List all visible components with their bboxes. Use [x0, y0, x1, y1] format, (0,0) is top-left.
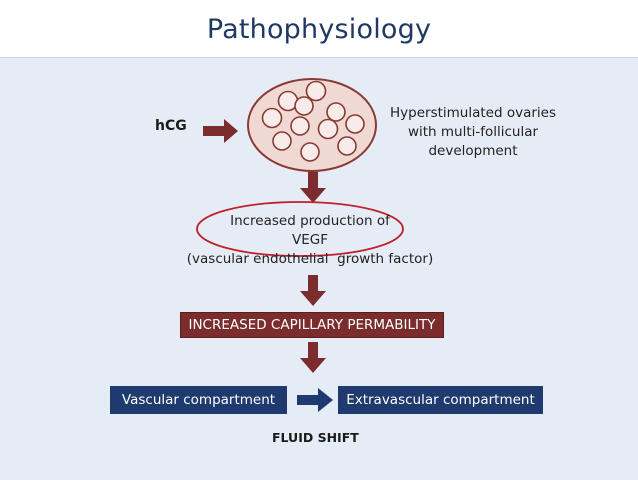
arrow-down-icon	[300, 172, 326, 203]
ovary-caption-line: Hyperstimulated ovaries	[390, 105, 556, 121]
ovary-caption-line: development	[428, 143, 518, 159]
vegf-highlight-ellipse	[196, 201, 404, 257]
arrow-down-icon	[300, 342, 326, 373]
fluid-shift-label: FLUID SHIFT	[272, 430, 359, 445]
vegf-line: (vascular endothelial growth factor)	[186, 251, 434, 267]
arrow-right-icon	[297, 388, 333, 412]
ovary-caption-line: with multi-follicular	[407, 124, 539, 140]
vascular-compartment-box: Vascular compartment	[110, 386, 287, 414]
vegf-text: Increased production of VEGF (vascular e…	[160, 212, 460, 269]
vegf-line: Increased production of	[230, 213, 390, 229]
arrow-down-icon	[300, 275, 326, 306]
extravascular-compartment-box: Extravascular compartment	[338, 386, 543, 414]
ovary-caption: Hyperstimulated ovaries with multi-folli…	[378, 104, 568, 161]
capillary-permeability-box: INCREASED CAPILLARY PERMABILITY	[180, 312, 444, 338]
vegf-line: VEGF	[292, 232, 328, 248]
slide-title: Pathophysiology	[206, 14, 432, 45]
hcg-label: hCG	[155, 118, 187, 134]
arrow-right-icon	[203, 119, 238, 143]
ovary-with-follicles-icon	[247, 78, 377, 172]
